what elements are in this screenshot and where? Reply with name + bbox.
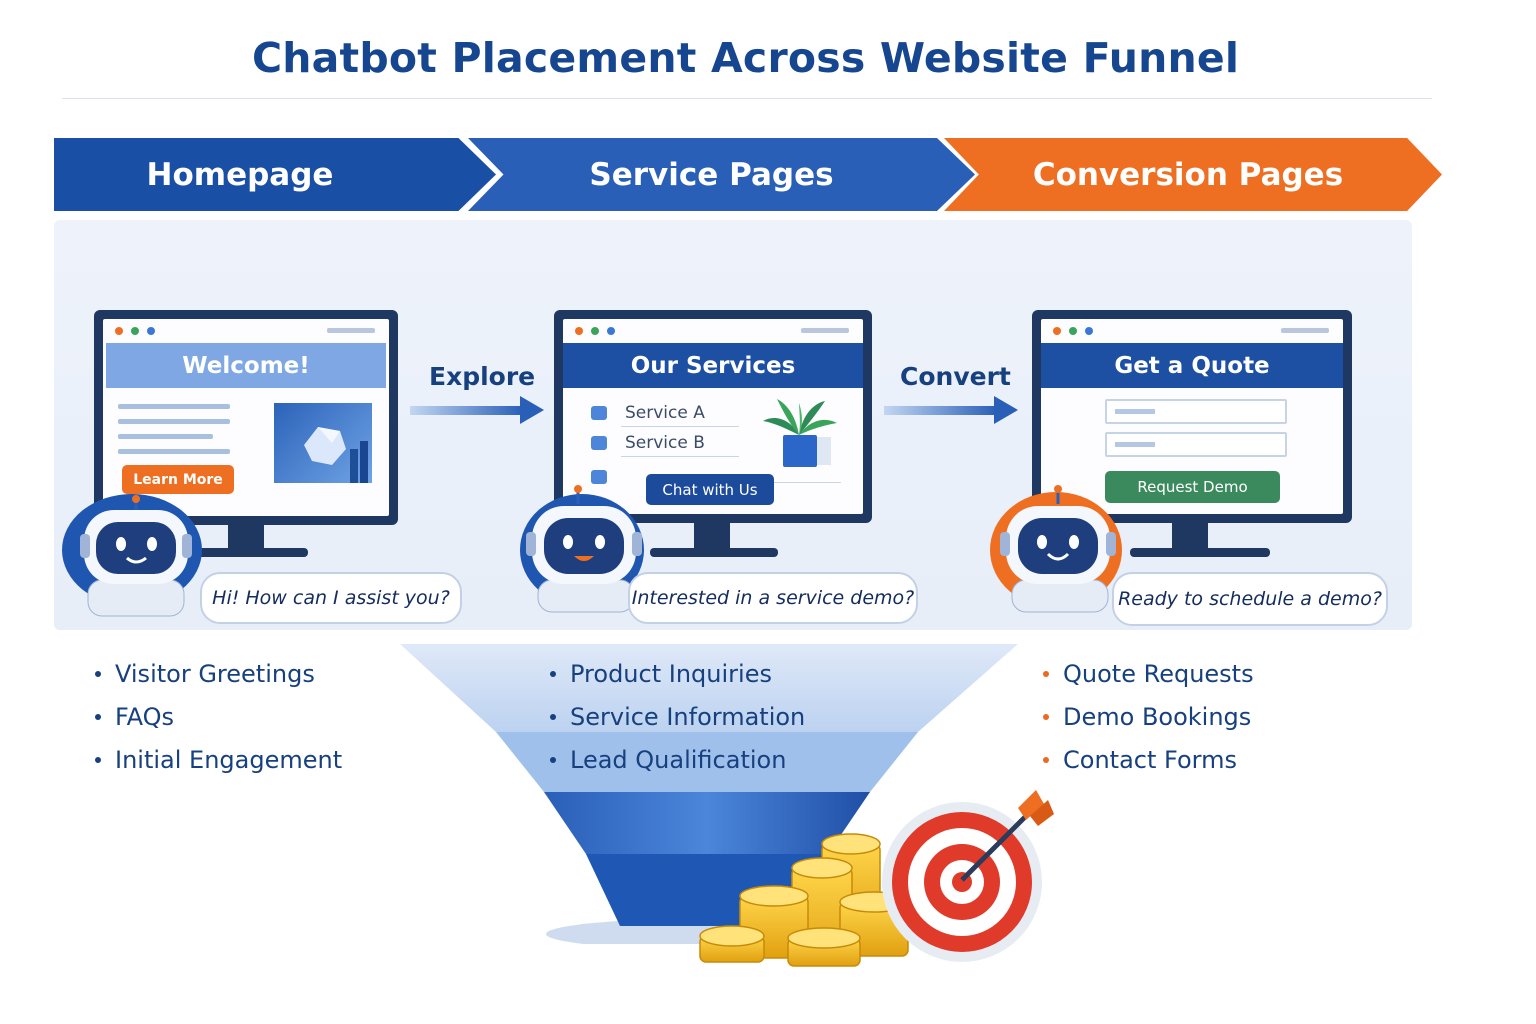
service-item[interactable]: Service B (591, 433, 705, 453)
service-pages-feature-list: Product Inquiries Service Information Le… (550, 652, 805, 781)
list-item: Lead Qualification (550, 738, 805, 781)
robot-chatbot-icon (62, 494, 202, 617)
quote-form-field[interactable] (1105, 432, 1287, 457)
window-dots (115, 327, 155, 335)
list-item: Demo Bookings (1043, 695, 1254, 738)
list-item: FAQs (95, 695, 342, 738)
gold-coins-icon (699, 833, 909, 967)
transition-label-explore: Explore (429, 362, 536, 391)
monitor-service-pages: Our Services Service A Service B Chat wi… (554, 310, 872, 523)
stage-chevron-conversion-pages: Conversion Pages (944, 138, 1442, 211)
learn-more-button[interactable]: Learn More (122, 465, 234, 494)
stage-chevron-service-pages: Service Pages (468, 138, 975, 211)
arrow-right-icon (410, 396, 544, 424)
robot-chatbot-icon (990, 485, 1122, 613)
transition-label-convert: Convert (900, 362, 1011, 391)
chatbot-greeting-bubble: Hi! How can I assist you? (200, 572, 462, 624)
screen-header-get-a-quote: Get a Quote (1041, 343, 1343, 388)
list-item: Contact Forms (1043, 738, 1254, 781)
robot-chatbot-icon (520, 485, 644, 613)
stage-label-homepage: Homepage (146, 156, 334, 193)
screen-service-pages: Our Services Service A Service B Chat wi… (563, 319, 863, 514)
address-bar (801, 328, 849, 333)
image-placeholder-icon (274, 403, 372, 483)
diagram-title: Chatbot Placement Across Website Funnel (252, 34, 1240, 82)
arrow-right-icon (884, 396, 1018, 424)
service-label: Service A (625, 403, 705, 423)
list-item: Product Inquiries (550, 652, 805, 695)
window-dots (575, 327, 615, 335)
address-bar (1281, 328, 1329, 333)
service-label: Service B (625, 433, 705, 453)
list-item: Initial Engagement (95, 738, 342, 781)
target-dart-icon (882, 790, 1054, 962)
list-item: Visitor Greetings (95, 652, 342, 695)
title-divider (62, 98, 1432, 99)
chatbot-schedule-bubble: Ready to schedule a demo? (1112, 572, 1388, 626)
service-item[interactable]: Service A (591, 403, 705, 423)
screen-header-welcome: Welcome! (106, 343, 386, 388)
screen-header-our-services: Our Services (563, 343, 863, 388)
list-item: Quote Requests (1043, 652, 1254, 695)
quote-form-field[interactable] (1105, 399, 1287, 424)
chat-with-us-button[interactable]: Chat with Us (646, 474, 774, 505)
stage-chevron-homepage: Homepage (54, 138, 496, 211)
potted-plant-icon (763, 399, 837, 467)
monitor-homepage: Welcome! Learn More (94, 310, 398, 525)
list-item: Service Information (550, 695, 805, 738)
window-dots (1053, 327, 1093, 335)
stage-label-conversion-pages: Conversion Pages (1032, 156, 1344, 193)
homepage-feature-list: Visitor Greetings FAQs Initial Engagemen… (95, 652, 342, 781)
screen-conversion-pages: Get a Quote Request Demo (1041, 319, 1343, 514)
stage-label-service-pages: Service Pages (589, 156, 834, 193)
conversion-pages-feature-list: Quote Requests Demo Bookings Contact For… (1043, 652, 1254, 781)
screen-homepage: Welcome! Learn More (103, 319, 389, 516)
address-bar (327, 328, 375, 333)
monitor-conversion-pages: Get a Quote Request Demo (1032, 310, 1352, 523)
request-demo-button[interactable]: Request Demo (1105, 471, 1280, 503)
chatbot-demo-interest-bubble: Interested in a service demo? (628, 572, 918, 624)
